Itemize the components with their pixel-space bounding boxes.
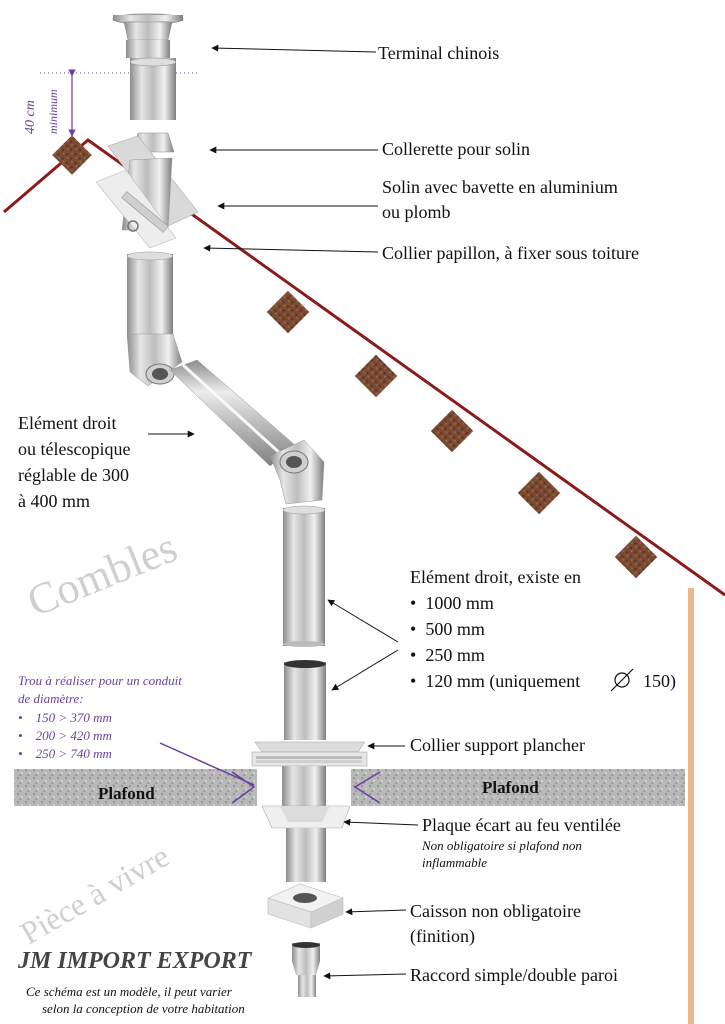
trou-bracket-right [353, 771, 381, 804]
trou-bracket-left [231, 771, 256, 804]
raccord [292, 942, 320, 997]
size-item-1: • 1000 mm [410, 593, 494, 613]
collier-support-plancher [251, 741, 368, 767]
label-caisson-2: (finition) [410, 926, 475, 946]
rafter-5 [517, 471, 561, 515]
rafter-1 [52, 135, 92, 175]
label-element-tele-3: réglable de 300 [18, 465, 129, 485]
trou-value-2: 200 > 420 mm [35, 728, 112, 743]
pipe-element-droit-2 [284, 662, 326, 740]
diameter-symbol [610, 668, 634, 692]
trou-title-2: de diamètre: [18, 691, 84, 706]
label-element-tele-2: ou télescopique [18, 439, 131, 459]
plafond-left-label: Plafond [98, 784, 155, 803]
terminal-chinois [112, 13, 184, 120]
footer-note-1: Ce schéma est un modèle, il peut varier [26, 984, 232, 999]
trou-item-3: • 250 > 740 mm [18, 746, 112, 761]
pipe-through-ceiling [282, 766, 326, 806]
label-caisson-1: Caisson non obligatoire [410, 901, 581, 921]
trou-title-1: Trou à réaliser pour un conduit [18, 673, 182, 688]
label-terminal: Terminal chinois [378, 43, 500, 63]
plafond-right [351, 769, 685, 806]
pipe-upper [127, 254, 173, 334]
rafter-4 [430, 409, 474, 453]
size-value-2: 500 mm [425, 619, 485, 639]
company-name: JM IMPORT EXPORT [18, 948, 252, 974]
plafond-right-label: Plafond [482, 778, 539, 797]
leader-arrows [148, 44, 419, 980]
min-height-note: minimum [46, 89, 60, 134]
trou-item-2: • 200 > 420 mm [18, 728, 112, 743]
label-plaque-note-1: Non obligatoire si plafond non [422, 838, 582, 853]
size-item-4-suffix: 150) [643, 671, 676, 691]
caisson [267, 883, 344, 929]
size-item-3: • 250 mm [410, 645, 485, 665]
label-element-tele-4: à 400 mm [18, 491, 90, 511]
min-height-value: 40 cm [23, 100, 38, 134]
size-value-1: 1000 mm [425, 593, 494, 613]
rafter-2 [266, 290, 310, 334]
label-plaque: Plaque écart au feu ventilée [422, 815, 621, 835]
label-solin-1: Solin avec bavette en aluminium [382, 177, 618, 197]
trou-value-3: 250 > 740 mm [35, 746, 112, 761]
collier-papillon [121, 191, 169, 233]
pipe-lower [286, 828, 326, 882]
label-plaque-note-2: inflammable [422, 855, 487, 870]
support-post [688, 588, 694, 1024]
trou-arrow [159, 742, 255, 786]
label-collier-support: Collier support plancher [410, 735, 585, 755]
roof-line [3, 138, 725, 597]
label-raccord: Raccord simple/double paroi [410, 965, 618, 985]
size-value-4: 120 mm (uniquement [425, 671, 581, 691]
rafter-3 [354, 354, 398, 398]
trou-value-1: 150 > 370 mm [35, 710, 112, 725]
label-element-droit: Elément droit, existe en [410, 567, 581, 587]
plafond-left [14, 769, 257, 806]
label-collerette: Collerette pour solin [382, 139, 530, 159]
footer-note-2: selon la conception de votre habitation [42, 1001, 245, 1016]
trou-item-1: • 150 > 370 mm [18, 710, 112, 725]
solin [95, 135, 199, 249]
label-solin-2: ou plomb [382, 202, 451, 222]
label-element-tele-1: Elément droit [18, 413, 117, 433]
size-value-3: 250 mm [425, 645, 485, 665]
size-item-2: • 500 mm [410, 619, 485, 639]
min-height-label: 40 cm [22, 100, 40, 134]
size-item-4: • 120 mm (uniquement [410, 671, 581, 691]
pipe-element-droit-1 [283, 508, 325, 646]
label-collier-papillon: Collier papillon, à fixer sous toiture [382, 243, 639, 263]
